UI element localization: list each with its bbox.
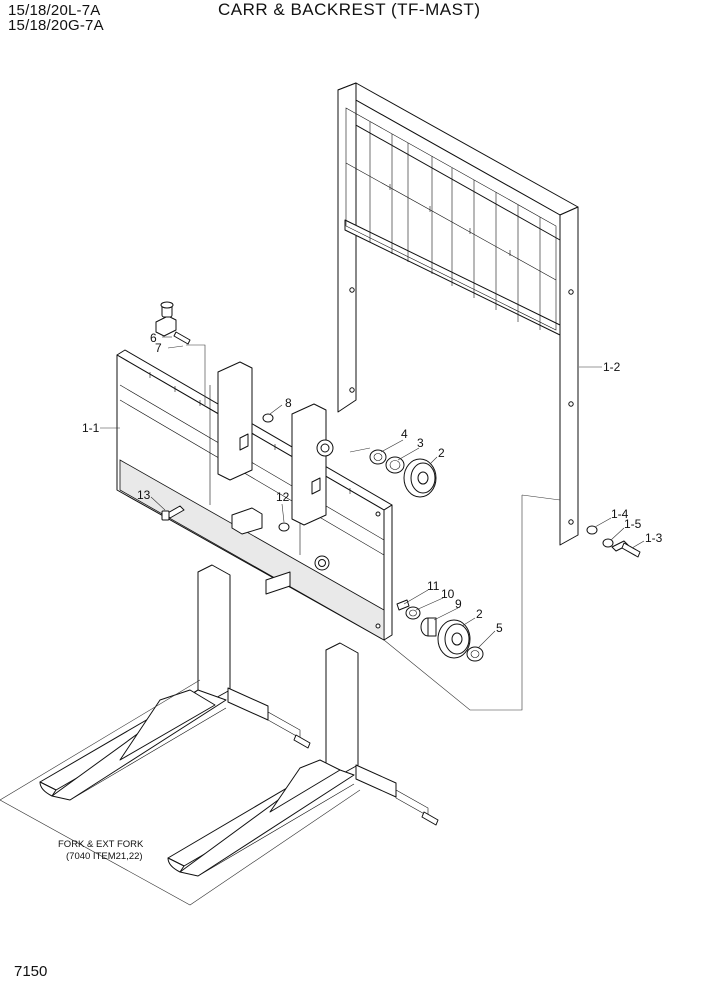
part-label-13: 13 (137, 488, 151, 502)
backrest-bolt-set (586, 525, 641, 558)
part-label-2-upper: 2 (438, 446, 445, 460)
model-number-2: 15/18/20G-7A (8, 17, 104, 34)
fork-assembly (39, 564, 439, 877)
part-label-3: 3 (417, 436, 424, 450)
part-label-1-1: 1-1 (82, 421, 100, 435)
part-label-1-2: 1-2 (603, 360, 621, 374)
lower-roller-assembly (396, 599, 484, 662)
part-label-10: 10 (441, 587, 455, 601)
part-label-1-3: 1-3 (645, 531, 663, 545)
part-label-2-lower: 2 (476, 607, 483, 621)
part-label-5: 5 (496, 621, 503, 635)
part-label-1-5: 1-5 (624, 517, 642, 531)
model-number-1: 15/18/20L-7A (8, 2, 101, 19)
part-label-12: 12 (276, 490, 290, 504)
backrest-frame (337, 82, 579, 546)
part-label-1-4: 1-4 (611, 507, 629, 521)
page-title: CARR & BACKREST (TF-MAST) (218, 0, 481, 19)
upper-roller-assembly (369, 449, 437, 498)
part-label-6: 6 (150, 331, 157, 345)
part-label-8: 8 (285, 396, 292, 410)
carriage-plate (116, 349, 393, 641)
leader-lines (100, 336, 645, 649)
fork-note-line-1: FORK & EXT FORK (58, 839, 144, 850)
fork-reference-note: FORK & EXT FORK (7040 ITEM21,22) (58, 839, 144, 862)
part-label-9: 9 (455, 597, 462, 611)
reference-lines (0, 344, 561, 906)
part-label-7: 7 (155, 341, 162, 355)
part-label-4: 4 (401, 427, 408, 441)
part-labels: 6 7 8 1-1 1-2 4 3 2 12 13 11 10 9 2 5 1-… (82, 331, 663, 635)
fork-note-line-2: (7040 ITEM21,22) (66, 851, 143, 862)
part-label-11: 11 (427, 579, 440, 593)
hardware-small-parts (155, 301, 290, 532)
page-number: 7150 (14, 963, 48, 980)
